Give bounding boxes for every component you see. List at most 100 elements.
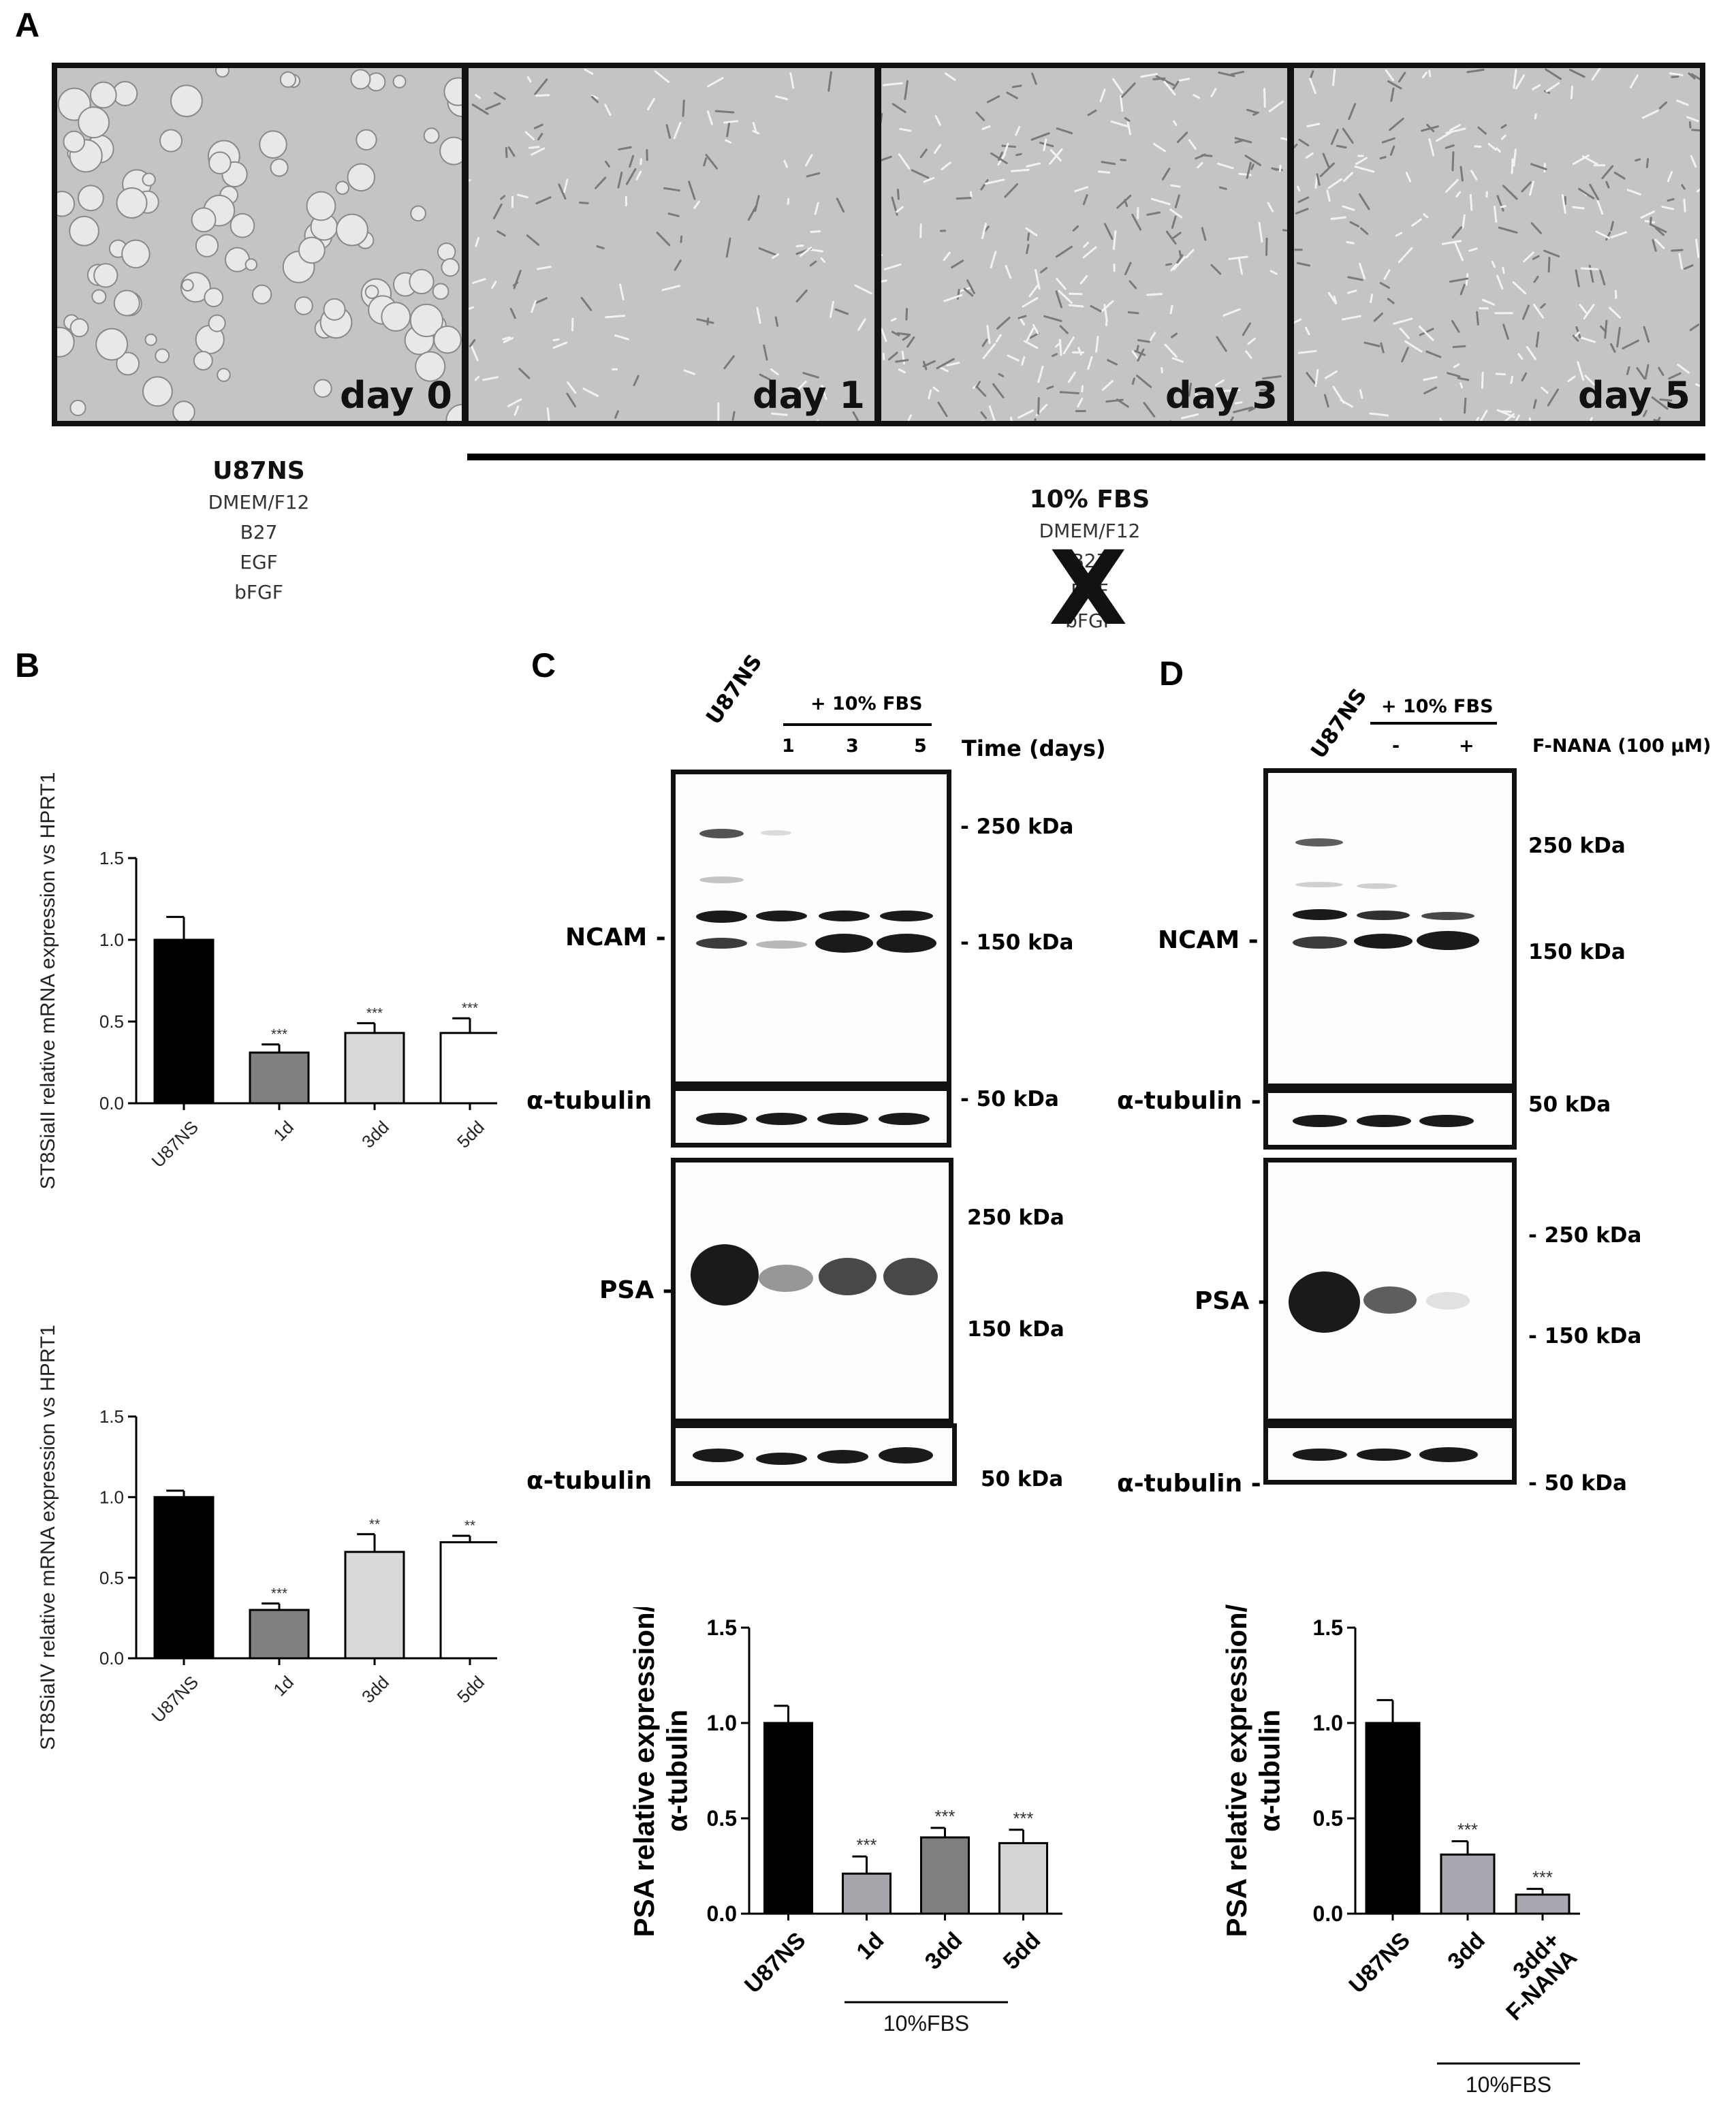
bar: [1515, 1893, 1571, 1915]
mw-marker: - 150 kDa: [960, 930, 1074, 955]
blot-d-ncam: [1263, 768, 1517, 1088]
y-tick-label: 0.5: [99, 1568, 124, 1588]
x-tick-label: 3dd+F-NANA: [1484, 1927, 1582, 2025]
mw-marker: - 50 kDa: [960, 1087, 1059, 1111]
y-axis-label: PSA relative expression/α-tubulin: [1220, 1604, 1285, 1937]
label-tubulin: α-tubulin: [526, 1467, 652, 1495]
fnana-label: F-NANA (100 µM): [1532, 736, 1711, 757]
significance-label: ***: [935, 1807, 956, 1827]
panel-letter-c: C: [531, 646, 556, 684]
mw-marker: 50 kDa: [1528, 1092, 1611, 1117]
cells-texture: [1294, 68, 1700, 421]
mw-marker: - 150 kDa: [1528, 1324, 1642, 1348]
lane-label-5: 5: [914, 736, 927, 757]
treatment-label: + 10% FBS: [810, 693, 923, 714]
condition-u87ns: U87NS DMEM/F12 B27 EGF bFGF: [143, 456, 375, 607]
cells-texture: [881, 68, 1287, 421]
y-tick-label: 1.5: [1313, 1615, 1343, 1640]
x-tick-label: 5dd: [998, 1927, 1046, 1975]
day-label: day 0: [339, 374, 452, 417]
bar: [344, 1551, 405, 1660]
x-tick-label: U87NS: [147, 1672, 202, 1726]
significance-label: **: [464, 1518, 475, 1534]
day-label: day 1: [752, 374, 865, 417]
y-tick-label: 0.0: [1313, 1901, 1343, 1926]
y-tick-label: 0.0: [707, 1901, 737, 1926]
x-tick-label: U87NS: [1344, 1927, 1415, 1998]
chart-psa-d: 0.00.51.01.5U87NS***3dd***3dd+F-NANAPSA …: [1220, 1604, 1582, 2097]
y-tick-label: 0.5: [99, 1011, 124, 1032]
x-tick-label: U87NS: [147, 1117, 202, 1171]
removed-cross: X: [1049, 530, 1128, 648]
y-tick-label: 1.0: [99, 1487, 124, 1507]
y-tick-label: 0.5: [1313, 1806, 1343, 1831]
blot-c-psa: [671, 1158, 953, 1423]
y-tick-label: 0.0: [99, 1648, 124, 1669]
mw-marker: 250 kDa: [967, 1205, 1064, 1230]
treatment-underline: [1370, 722, 1497, 725]
blot-d-psa: [1263, 1158, 1517, 1423]
significance-label: ***: [857, 1836, 877, 1855]
label-ncam: NCAM -: [1158, 926, 1259, 954]
mw-marker: - 250 kDa: [1528, 1223, 1642, 1248]
bar: [439, 1541, 497, 1660]
y-tick-label: 1.0: [707, 1711, 737, 1735]
significance-label: ***: [271, 1586, 287, 1602]
bar: [344, 1032, 405, 1105]
bar: [249, 1052, 310, 1105]
lane-label-minus: -: [1392, 736, 1400, 757]
label-tubulin: α-tubulin -: [1117, 1470, 1261, 1498]
condition-title: 10% FBS: [1029, 486, 1150, 513]
significance-label: ***: [366, 1005, 383, 1021]
treatment-label: + 10% FBS: [1381, 696, 1494, 717]
y-tick-label: 1.0: [99, 930, 124, 950]
bar: [439, 1032, 497, 1105]
bar: [249, 1609, 310, 1660]
y-tick-label: 1.5: [99, 1406, 124, 1427]
bar: [153, 938, 215, 1105]
significance-label: ***: [1457, 1821, 1478, 1840]
medium-line: B27: [240, 521, 278, 543]
spheres-texture: [57, 68, 462, 421]
y-tick-label: 1.0: [1313, 1711, 1343, 1735]
label-tubulin: α-tubulin -: [1117, 1087, 1261, 1115]
y-axis-label: PSA relative expression/α-tubulin: [628, 1607, 693, 1937]
mw-marker: 250 kDa: [1528, 834, 1626, 858]
x-tick-label: 3dd: [358, 1117, 393, 1152]
bar: [920, 1836, 970, 1915]
mw-marker: - 50 kDa: [1528, 1471, 1627, 1496]
x-tick-label: 1d: [269, 1672, 298, 1701]
medium-line: bFGF: [234, 581, 283, 603]
day-label: day 5: [1577, 374, 1690, 417]
bar: [1440, 1853, 1496, 1915]
blot-c-tubulin: [671, 1086, 951, 1148]
x-tick-label: U87NS: [740, 1927, 810, 1998]
medium-line: EGF: [240, 551, 278, 573]
bar: [153, 1496, 215, 1660]
treatment-underline: [783, 723, 932, 726]
bar: [763, 1722, 813, 1915]
lane-label-u87ns: U87NS: [701, 650, 768, 729]
lane-label-u87ns: U87NS: [1306, 684, 1372, 763]
chart-st8siaiv: 0.00.51.01.5U87NS***1d**3dd**5ddST8SiaIV…: [37, 1325, 497, 1750]
micrograph-day0: day 0: [52, 63, 467, 426]
micrograph-day5: day 5: [1289, 63, 1705, 426]
mw-marker: 50 kDa: [981, 1467, 1064, 1491]
label-psa: PSA -: [1195, 1287, 1268, 1315]
mw-marker: 150 kDa: [1528, 940, 1626, 964]
panel-letter-d: D: [1159, 654, 1184, 693]
fbs-timeline-bar: [467, 454, 1705, 460]
condition-title: U87NS: [212, 457, 305, 485]
condition-fbs: 10% FBS DMEM/F12 B27 EGF bFGF: [974, 485, 1205, 636]
chart-st8siaii: 0.00.51.01.5U87NS***1d***3dd***5ddST8Sia…: [37, 772, 497, 1190]
x-tick-label: 3dd: [1442, 1927, 1490, 1975]
x-tick-label: 1d: [851, 1927, 889, 1965]
time-label: Time (days): [962, 736, 1106, 761]
medium-line: B27: [1071, 550, 1109, 572]
medium-line: bFGF: [1065, 610, 1114, 632]
micrograph-day3: day 3: [876, 63, 1293, 426]
y-tick-label: 0.0: [99, 1093, 124, 1113]
bar: [1365, 1722, 1421, 1915]
medium-line: DMEM/F12: [1039, 520, 1141, 542]
